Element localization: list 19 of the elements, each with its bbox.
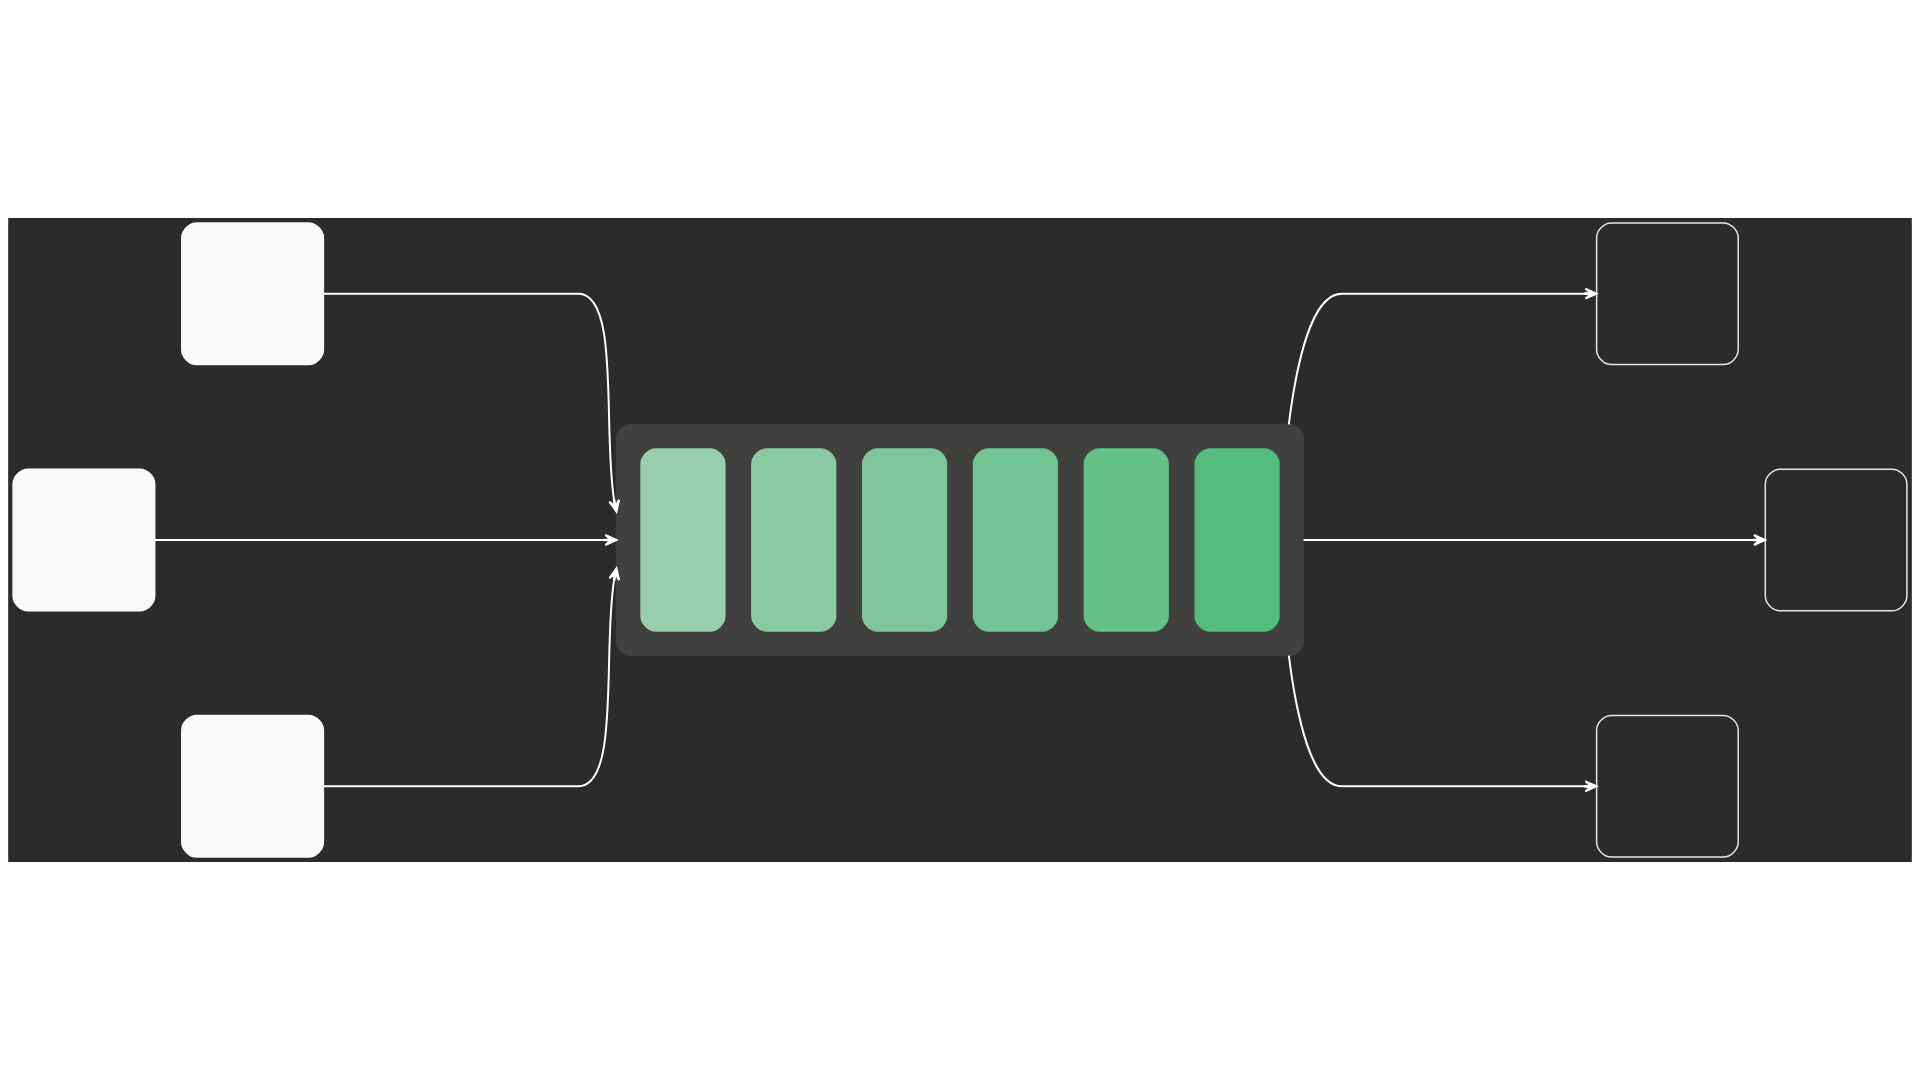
node-bar (1194, 448, 1280, 632)
node-bar (1083, 448, 1169, 632)
arrow (1287, 287, 1598, 426)
node-box (1764, 468, 1908, 612)
node-box (181, 714, 325, 858)
node-box (181, 222, 325, 366)
arrow (153, 534, 618, 546)
arrow (322, 567, 621, 788)
node-bar (972, 448, 1058, 632)
node-box (12, 468, 156, 612)
arrow (1287, 654, 1598, 793)
node-bar (751, 448, 837, 632)
node-box (1595, 714, 1739, 858)
arrow (1302, 534, 1767, 546)
arrow (322, 292, 621, 513)
node-bar (862, 448, 948, 632)
node-bar (640, 448, 726, 632)
node-box (1595, 222, 1739, 366)
cluster (615, 423, 1305, 657)
